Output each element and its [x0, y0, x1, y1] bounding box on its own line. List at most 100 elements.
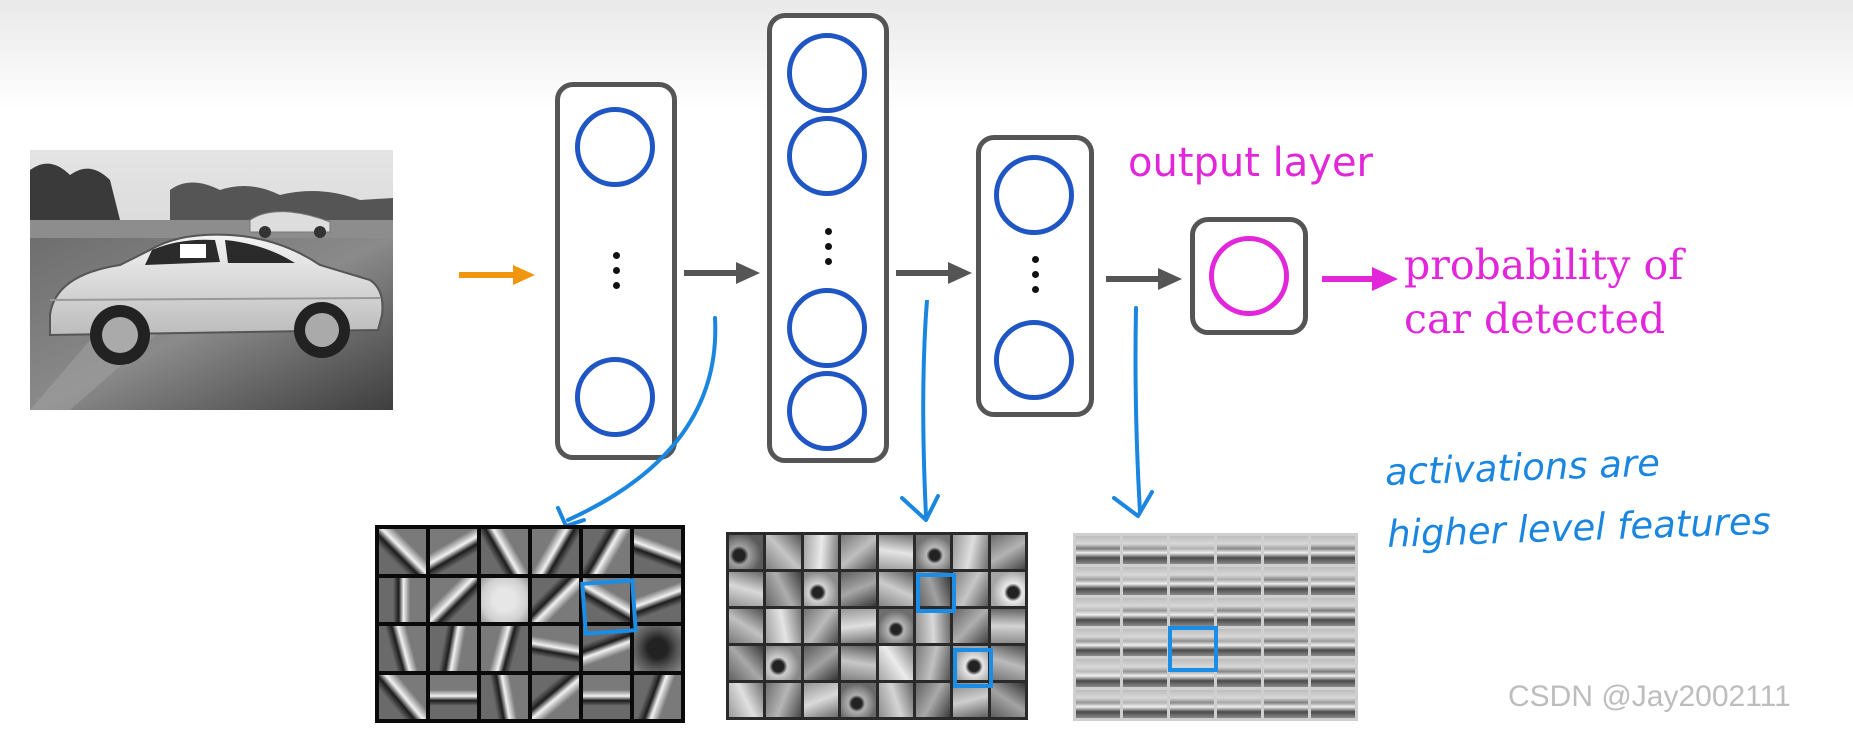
neuron [787, 116, 867, 196]
feature-tile [1311, 566, 1355, 595]
feature-tile [878, 683, 913, 717]
feature-tile [803, 572, 839, 606]
feature-tile [532, 674, 579, 719]
highlight-box [916, 573, 956, 613]
ellipsis-dots [1030, 256, 1040, 301]
feature-tile [1217, 536, 1261, 564]
car-input-image [30, 150, 393, 410]
feature-tile [803, 535, 839, 569]
input-arrow [459, 265, 535, 285]
edge-features-grid [375, 525, 685, 723]
feature-tile [841, 572, 876, 606]
feature-tile [841, 609, 876, 643]
feature-tile [481, 577, 528, 622]
feature-tile [1264, 628, 1308, 657]
feature-tile [1311, 628, 1355, 657]
feature-tile [481, 529, 528, 574]
feature-tile [953, 572, 988, 606]
feature-tile [878, 609, 913, 643]
feature-arrow-1 [566, 316, 718, 522]
feature-tile [532, 626, 579, 671]
feature-tile [634, 529, 681, 574]
feature-tile [766, 609, 801, 643]
feature-tile [1217, 597, 1261, 626]
probability-line-1: probability of [1404, 241, 1684, 289]
feature-tile [803, 683, 839, 717]
feature-tile [430, 674, 477, 719]
feature-tile [878, 535, 913, 569]
feature-tile [766, 572, 801, 606]
feature-arrow-3-head [1112, 490, 1154, 518]
ellipsis-dots [823, 228, 833, 273]
feature-tile [1264, 536, 1308, 564]
feature-tile [915, 683, 951, 717]
probability-line-2: car detected [1404, 295, 1666, 343]
feature-tile [1264, 597, 1308, 626]
feature-tile [1311, 536, 1355, 564]
feature-tile [1217, 628, 1261, 657]
feature-tile [729, 535, 764, 569]
feature-tile [1123, 690, 1167, 718]
feature-tile [1123, 597, 1167, 626]
feature-tile [481, 674, 528, 719]
feature-tile [990, 646, 1025, 680]
feature-tile [841, 535, 876, 569]
feature-tile [583, 577, 630, 622]
feature-tile [841, 683, 876, 717]
feature-tile [953, 683, 988, 717]
feature-tile [803, 646, 839, 680]
feature-tile [1076, 628, 1120, 657]
neuron [575, 107, 655, 187]
feature-tile [1311, 659, 1355, 688]
feature-tile [766, 535, 801, 569]
feature-tile [583, 529, 630, 574]
hidden-layer-1 [555, 82, 677, 460]
feature-tile [1170, 628, 1214, 657]
feature-tile [1123, 659, 1167, 688]
feature-tile [953, 609, 988, 643]
feature-tile [1170, 690, 1214, 718]
feature-tile [379, 577, 426, 622]
neuron [575, 357, 655, 437]
feature-tile [915, 535, 951, 569]
feature-arrow-3 [1133, 306, 1142, 514]
feature-tile [1217, 690, 1261, 718]
feature-tile [803, 609, 839, 643]
feature-tile [532, 529, 579, 574]
layer-arrow [1106, 268, 1182, 290]
feature-tile [990, 535, 1025, 569]
feature-tile [430, 626, 477, 671]
feature-arrows [556, 300, 1154, 528]
feature-arrow-2 [921, 300, 929, 518]
feature-tile [915, 609, 951, 643]
feature-tile [1123, 536, 1167, 564]
layer-arrow [684, 262, 760, 284]
feature-tile [1076, 566, 1120, 595]
feature-tile [583, 674, 630, 719]
highlight-box [580, 578, 638, 636]
highlight-box [1168, 626, 1218, 672]
activations-annotation: activations are higher level features [1384, 429, 1772, 566]
feature-tile [1076, 536, 1120, 564]
feature-tile [1076, 690, 1120, 718]
feature-tile [1123, 628, 1167, 657]
neuron [787, 371, 867, 451]
feature-tile [634, 626, 681, 671]
output-neuron [1209, 236, 1289, 316]
feature-tile [430, 577, 477, 622]
feature-tile [915, 572, 951, 606]
highlight-box [953, 648, 993, 688]
feature-tile [481, 626, 528, 671]
feature-tile [1264, 690, 1308, 718]
feature-tile [915, 646, 951, 680]
feature-tile [379, 529, 426, 574]
part-features-grid [726, 532, 1028, 720]
output-layer [1190, 217, 1308, 335]
output-arrow [1322, 267, 1398, 291]
feature-tile [841, 646, 876, 680]
feature-tile [1170, 566, 1214, 595]
neuron [787, 288, 867, 368]
feature-tile [990, 572, 1025, 606]
feature-tile [1217, 566, 1261, 595]
hidden-layer-3 [976, 135, 1094, 417]
